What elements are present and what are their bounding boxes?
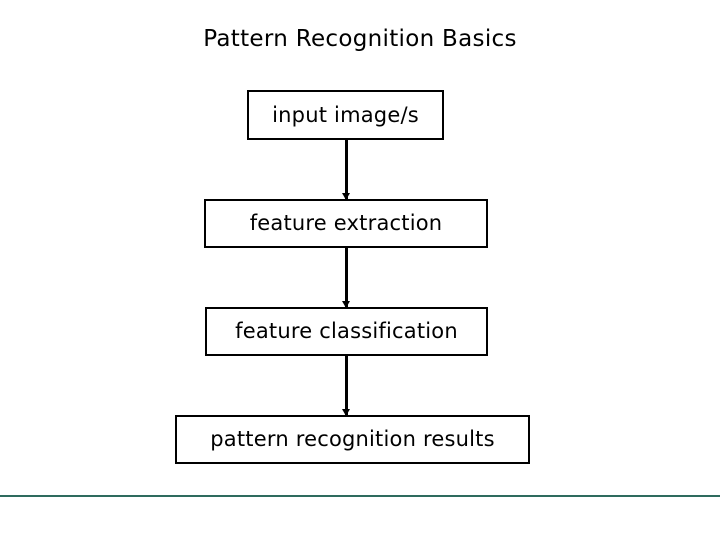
page-title: Pattern Recognition Basics [203, 26, 517, 52]
arrow-shaft [345, 248, 348, 307]
flow-box-pattern-recognition-results[interactable]: pattern recognition results [175, 415, 530, 464]
footer-divider [0, 495, 720, 497]
flow-box-input-images[interactable]: input image/s [247, 90, 444, 140]
flow-box-label: input image/s [272, 102, 419, 127]
flow-box-label: feature classification [235, 319, 458, 343]
arrow-down-icon [342, 356, 351, 416]
flow-box-label: feature extraction [249, 211, 443, 235]
slide-footer: Dr. Ng Teck Khim CS4243 Computer Vision … [0, 497, 720, 540]
flow-box-label: pattern recognition results [210, 427, 495, 451]
flow-box-feature-extraction[interactable]: feature extraction [204, 199, 488, 248]
arrow-head [342, 193, 350, 200]
arrow-shaft [345, 356, 348, 415]
flow-box-feature-classification[interactable]: feature classification [205, 307, 488, 356]
arrow-head [342, 409, 350, 416]
arrow-down-icon [342, 248, 351, 308]
arrow-shaft [345, 140, 348, 199]
arrow-down-icon [342, 140, 351, 200]
arrow-head [342, 301, 350, 308]
pattern-recognition-flowchart: input image/s feature extraction feature… [175, 90, 530, 464]
